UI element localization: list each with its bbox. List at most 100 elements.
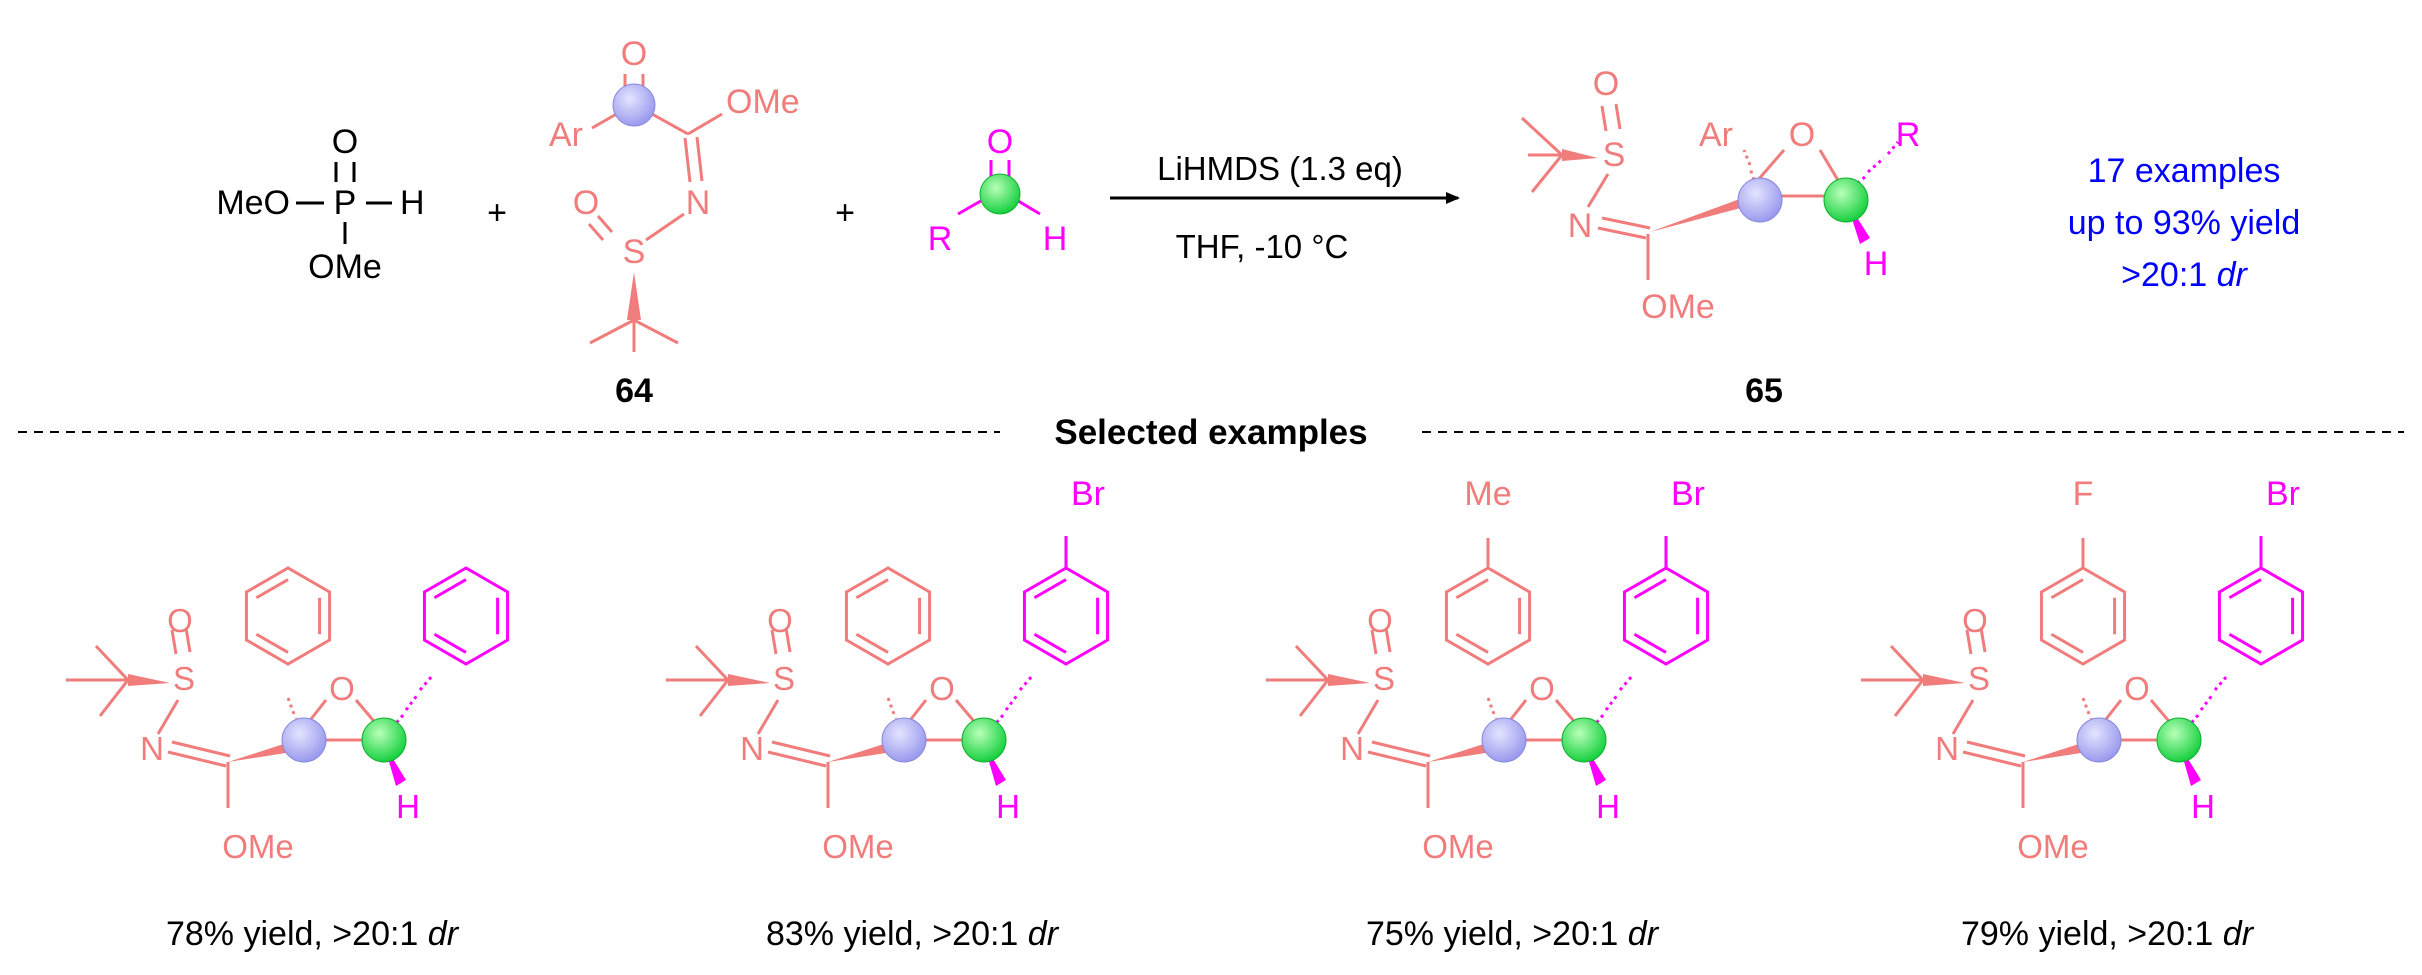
plus-sign-1: +	[487, 194, 507, 232]
ester-methoxy: OMe	[822, 828, 894, 865]
phosphite-hydrogen: H	[400, 184, 425, 222]
top-aryl-substituent: Me	[1464, 475, 1511, 513]
sulfinyl-oxygen: O	[1962, 602, 1988, 639]
compound-64-sulfur: S	[623, 233, 646, 271]
epoxide-hydrogen: H	[2191, 788, 2215, 825]
sulfinyl-imine-part	[1861, 627, 2175, 808]
imine-nitrogen: N	[1935, 730, 1959, 767]
aryl-ring-right	[1022, 566, 1110, 666]
example-yield-caption: 83% yield, >20:1 dr	[766, 915, 1060, 953]
right-aryl-substituent: Br	[1671, 475, 1705, 513]
epoxide-oxygen: O	[929, 670, 955, 707]
top-aryl-substituent: F	[2073, 475, 2094, 513]
ester-methoxy: OMe	[222, 828, 294, 865]
epoxide-hydrogen: H	[396, 788, 420, 825]
ester-methoxy: OMe	[2017, 828, 2089, 865]
green-carbon	[361, 717, 407, 763]
product-65-nitrogen: N	[1568, 207, 1593, 245]
product-65-aldehyde-part: R H	[1846, 116, 1920, 283]
compound-64-methoxy: OMe	[726, 83, 800, 121]
product-65-sulfur: S	[1603, 136, 1626, 174]
aryl-ring-right	[422, 566, 510, 666]
blue-carbon	[881, 717, 927, 763]
conditions-reagent: LiHMDS (1.3 eq)	[1157, 150, 1403, 187]
aryl-ring-right	[2217, 566, 2305, 666]
compound-64-aryl: Ar	[549, 116, 583, 154]
example-yield-caption: 78% yield, >20:1 dr	[166, 915, 460, 953]
compound-64-carbonyl-oxygen: O	[621, 35, 647, 73]
product-65-label: 65	[1745, 372, 1783, 410]
phosphite-oxygen: O	[332, 123, 358, 161]
compound-64: O Ar OMe N S O	[549, 35, 800, 352]
epoxide-oxygen: O	[1529, 670, 1555, 707]
imine-nitrogen: N	[1340, 730, 1364, 767]
compound-64-nitrogen: N	[686, 184, 711, 222]
compound-64-sulfinyl-oxygen: O	[573, 184, 599, 222]
right-aryl-substituent: Br	[1071, 475, 1105, 513]
aryl-ring-right	[1622, 566, 1710, 666]
sulfinyl-imine-part	[66, 627, 380, 808]
product-65-epoxide-oxygen: O	[1789, 116, 1815, 154]
plus-sign-2: +	[835, 194, 855, 232]
product-65-blue-carbon	[1737, 177, 1783, 223]
summary-dr: >20:1 dr	[2121, 256, 2248, 294]
product-65-aryl: Ar	[1699, 116, 1733, 154]
phosphite-methoxy-left: MeO	[216, 184, 290, 222]
ester-methoxy: OMe	[1422, 828, 1494, 865]
reaction-arrow: LiHMDS (1.3 eq) THF, -10 °C	[1110, 150, 1460, 265]
compound-64-label: 64	[615, 372, 653, 410]
phosphite-phosphorus: P	[334, 184, 357, 222]
epoxide-hydrogen: H	[1596, 788, 1620, 825]
sulfur-atom: S	[1968, 660, 1990, 697]
section-title: Selected examples	[1054, 413, 1367, 452]
sulfinyl-oxygen: O	[1367, 602, 1393, 639]
aldehyde-r-group: R	[928, 220, 953, 258]
product-65-hydrogen: H	[1864, 245, 1889, 283]
epoxide-hydrogen: H	[996, 788, 1020, 825]
green-carbon	[1561, 717, 1607, 763]
blue-carbon	[281, 717, 327, 763]
example-yield-caption: 79% yield, >20:1 dr	[1961, 915, 2255, 953]
sulfinyl-oxygen: O	[767, 602, 793, 639]
aryl-ring-top	[844, 566, 932, 666]
aryl-ring-top	[2039, 566, 2127, 666]
product-65-methoxy: OMe	[1641, 288, 1715, 326]
example-yield-caption: 75% yield, >20:1 dr	[1366, 915, 1660, 953]
imine-nitrogen: N	[140, 730, 164, 767]
green-carbon	[2156, 717, 2202, 763]
summary-yield: up to 93% yield	[2068, 204, 2301, 242]
aryl-ring-top	[244, 566, 332, 666]
aryl-ring-top	[1444, 566, 1532, 666]
summary-examples: 17 examples	[2088, 152, 2281, 190]
sulfur-atom: S	[173, 660, 195, 697]
phosphite-methoxy-bottom: OMe	[308, 248, 382, 286]
product-65-r-group: R	[1896, 116, 1921, 154]
highlight-carbon-green	[979, 173, 1021, 215]
sulfur-atom: S	[1373, 660, 1395, 697]
imine-nitrogen: N	[740, 730, 764, 767]
reaction-summary: 17 examples up to 93% yield >20:1 dr	[2068, 152, 2301, 294]
sulfinyl-imine-part	[666, 627, 980, 808]
conditions-solvent: THF, -10 °C	[1176, 228, 1349, 265]
blue-carbon	[1481, 717, 1527, 763]
sulfur-atom: S	[773, 660, 795, 697]
sulfinyl-imine-part	[1266, 627, 1580, 808]
product-65-sulfinyl-oxygen: O	[1593, 65, 1619, 103]
product-65: S O N OMe Ar O	[1520, 65, 1844, 326]
blue-carbon	[2076, 717, 2122, 763]
dimethyl-phosphite: O P H MeO OMe	[216, 123, 424, 286]
right-aryl-substituent: Br	[2266, 475, 2300, 513]
product-65-green-carbon	[1823, 177, 1869, 223]
epoxide-oxygen: O	[329, 670, 355, 707]
aldehyde-oxygen: O	[987, 123, 1013, 161]
epoxide-oxygen: O	[2124, 670, 2150, 707]
aldehyde-hydrogen: H	[1043, 220, 1068, 258]
sulfinyl-oxygen: O	[167, 602, 193, 639]
highlight-carbon-blue	[612, 83, 656, 127]
